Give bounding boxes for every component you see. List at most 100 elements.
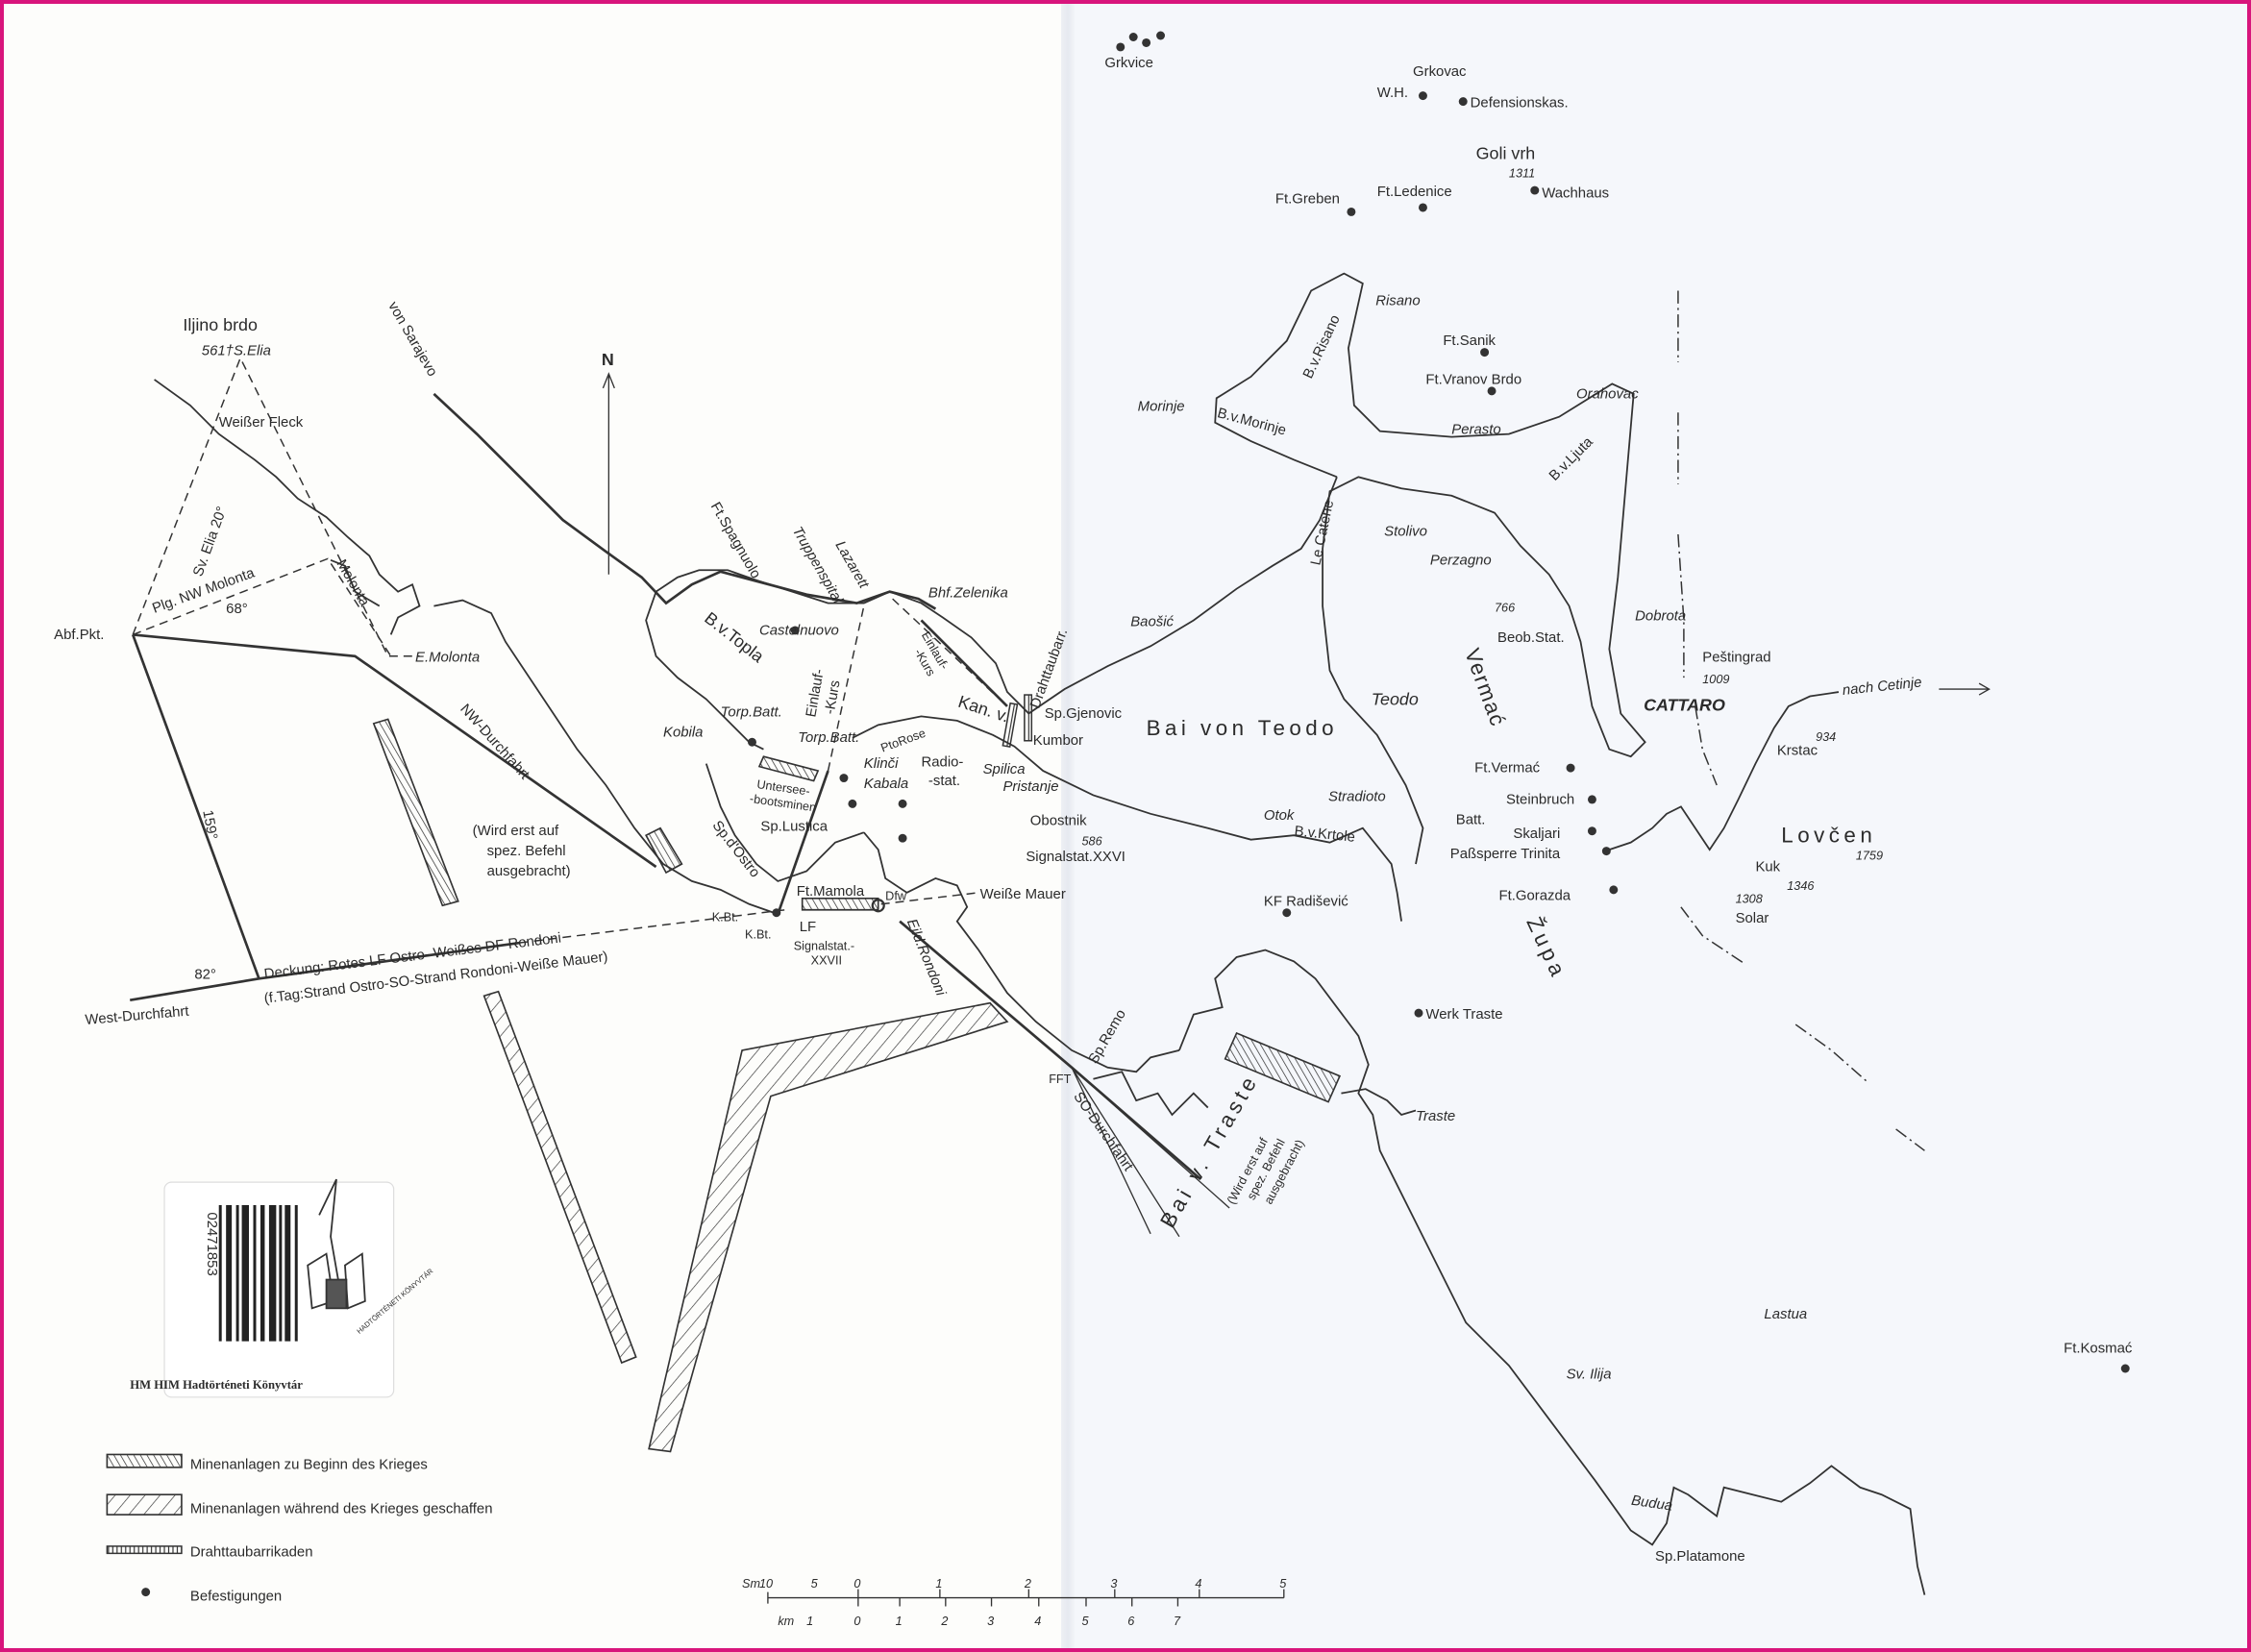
so-fan-lines xyxy=(1071,1067,1230,1238)
label-orahovac: Orahovac xyxy=(1576,386,1639,402)
fort-dot xyxy=(898,799,907,808)
road-from-sarajevo xyxy=(433,392,937,610)
label-zupa: Župa xyxy=(1521,913,1571,983)
label-drahttaubarr: Drahttaubarr. xyxy=(1027,627,1071,710)
label-batt: Batt. xyxy=(1456,812,1486,827)
label-stolivo: Stolivo xyxy=(1384,524,1427,539)
barcode-number: 02471853 xyxy=(204,1212,219,1275)
label-castelnuovo: Castelnuovo xyxy=(759,623,839,638)
coast-topla-south xyxy=(645,591,764,751)
weisse-mauer-line xyxy=(880,892,979,905)
fort-dot xyxy=(790,626,800,635)
label-ft-kosmac: Ft.Kosmać xyxy=(2064,1342,2133,1357)
label-obostnik: Obostnik xyxy=(1030,814,1087,829)
coast-lustica-west xyxy=(330,559,779,916)
wire-barricade xyxy=(1024,694,1033,742)
label-nach-cetinje: nach Cetinje xyxy=(1842,675,1922,699)
scale-km-tick: 1 xyxy=(896,1615,903,1628)
label-abf-pkt: Abf.Pkt. xyxy=(54,628,104,643)
label-ft-spagnuolo: Ft.Spagnuolo xyxy=(707,500,763,581)
coast-traste-bay xyxy=(1093,1071,1417,1117)
label-bv-morinje: B.v.Morinje xyxy=(1216,406,1288,438)
label-einlauf-kurs-1b: -Kurs xyxy=(823,679,844,716)
west-durchfahrt-line xyxy=(130,941,521,1002)
label-radio-stat-1: Radio- xyxy=(921,755,963,771)
label-weisser-fleck: Weißer Fleck xyxy=(219,415,304,431)
minefield-wartime xyxy=(482,990,637,1365)
label-68: 68° xyxy=(226,602,248,617)
label-signalstat-27a: Signalstat.- xyxy=(794,940,854,953)
fort-dot xyxy=(1587,795,1596,804)
label-82: 82° xyxy=(194,967,216,982)
fort-dot xyxy=(1282,908,1292,918)
label-1346: 1346 xyxy=(1787,879,1815,893)
label-nw-durchfahrt: NW-Durchfahrt xyxy=(457,702,532,783)
einlauf-line-2 xyxy=(920,619,1008,707)
label-passperre-trinita: Paßsperre Trinita xyxy=(1450,847,1561,862)
barcode-icon xyxy=(218,1204,298,1342)
scale-km-tick: 5 xyxy=(1082,1615,1090,1628)
label-bhf-zelenika: Bhf.Zelenika xyxy=(928,586,1008,602)
legend-label: Drahttaubarrikaden xyxy=(190,1544,313,1560)
label-k-bt-1: K.Bt. xyxy=(712,911,738,925)
legend-label: Minenanlagen zu Beginn des Krieges xyxy=(190,1457,428,1472)
wire-barricade xyxy=(1002,702,1019,748)
scale-bar-line xyxy=(767,1589,1285,1607)
label-1009: 1009 xyxy=(1702,673,1729,686)
label-nw-note-3: ausgebracht) xyxy=(487,864,571,879)
label-bai-von-teodo: Bai von Teodo xyxy=(1147,716,1338,740)
label-sp-lustica: Sp.Lustica xyxy=(760,820,828,835)
label-kabala: Kabala xyxy=(864,777,908,792)
label-le-catene: Le Catene xyxy=(1308,499,1337,567)
road-to-cetinje xyxy=(1609,691,1840,851)
bearing-lines xyxy=(130,356,1230,1238)
fort-dot xyxy=(1487,386,1497,396)
label-grkovac: Grkovac xyxy=(1413,64,1467,80)
fort-dot xyxy=(1601,847,1611,856)
label-ft-vranov-brdo: Ft.Vranov Brdo xyxy=(1425,372,1521,387)
fort-dot xyxy=(1530,185,1540,195)
label-baosic: Baošić xyxy=(1130,614,1174,629)
label-s-elia: 561†S.Elia xyxy=(202,344,271,359)
label-cattaro: CATTARO xyxy=(1644,695,1725,714)
scale-km-tick: 3 xyxy=(987,1615,994,1628)
scale-sm-tick: 5 xyxy=(811,1577,819,1590)
minefield-prewar xyxy=(757,755,820,782)
minefield-prewar xyxy=(645,826,683,875)
label-lovcen: Lovčen xyxy=(1781,824,1876,848)
label-defensionskas: Defensionskas. xyxy=(1471,96,1569,111)
label-ft-mamola: Ft.Mamola xyxy=(797,884,865,900)
label-ft-gorazda: Ft.Gorazda xyxy=(1499,888,1571,903)
label-pto-rose: PtoRose xyxy=(878,727,927,755)
label-pestingrad: Peštingrad xyxy=(1702,651,1770,666)
coast-topla-bay xyxy=(656,477,1338,715)
fort-dot xyxy=(748,737,756,747)
scale-sm-tick: 0 xyxy=(853,1577,860,1590)
label-teodo: Teodo xyxy=(1372,689,1419,708)
scale-km-tick: 6 xyxy=(1127,1615,1135,1628)
label-bai-v-traste: Bai v. Traste xyxy=(1155,1070,1263,1232)
label-sp-d-ostro: Sp.d'Ostro xyxy=(709,818,763,880)
cetinje-arrow xyxy=(1939,682,1991,696)
scale-sm-tick: 10 xyxy=(759,1577,773,1590)
label-steinbruch: Steinbruch xyxy=(1506,792,1574,807)
label-risano: Risano xyxy=(1375,293,1420,308)
fort-dot xyxy=(1609,885,1619,895)
label-radio-stat-2: -stat. xyxy=(928,774,960,789)
coast-lustica-north xyxy=(852,715,1402,922)
label-fft: FFT xyxy=(1049,1073,1071,1086)
fort-dot xyxy=(1128,33,1138,41)
label-sp-platamone: Sp.Platamone xyxy=(1655,1549,1745,1565)
fort-dot xyxy=(1418,91,1427,101)
fort-dot xyxy=(898,833,907,843)
coast-north-west xyxy=(154,379,421,635)
fort-dot xyxy=(1480,348,1490,358)
label-wachhaus: Wachhaus xyxy=(1542,186,1609,202)
dfw-marker xyxy=(871,899,885,913)
fort-dot xyxy=(772,908,781,918)
fort-dot xyxy=(1156,31,1166,40)
label-signalstat-27b: XXVII xyxy=(811,953,842,967)
fort-dot xyxy=(1414,1008,1423,1018)
deckung-line xyxy=(519,909,785,944)
label-kf-radisevic: KF Radišević xyxy=(1264,894,1348,909)
